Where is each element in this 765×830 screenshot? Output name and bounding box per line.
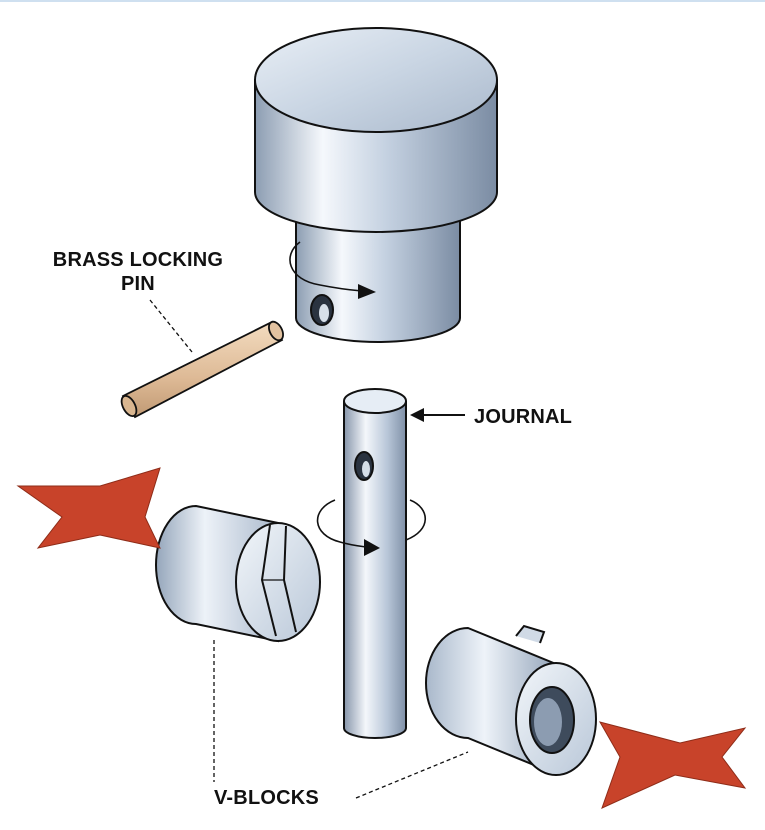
v-block-right bbox=[425, 624, 597, 776]
force-arrow-right bbox=[598, 721, 747, 809]
journal-pointer bbox=[410, 408, 465, 422]
rotation-arrow-head bbox=[289, 241, 363, 292]
brass-locking-pin-label: BRASS LOCKING PIN bbox=[28, 248, 248, 296]
force-arrow-left bbox=[16, 467, 161, 549]
v-blocks-label: V-BLOCKS bbox=[214, 787, 319, 809]
rotation-arrowhead bbox=[358, 284, 376, 299]
v-block-left bbox=[155, 504, 321, 643]
journal-shaft bbox=[343, 388, 407, 739]
brass-locking-pin-label-text: BRASS LOCKING PIN bbox=[52, 249, 224, 295]
journal-label: JOURNAL bbox=[474, 406, 573, 428]
journal-rotation-arrowhead bbox=[364, 539, 380, 556]
brass-locking-pin bbox=[120, 320, 284, 419]
v-blocks-leader-lines bbox=[213, 640, 469, 799]
pin-leader-line bbox=[149, 299, 193, 353]
head-cylinder bbox=[254, 27, 498, 343]
rotation-arrow-journal bbox=[316, 499, 426, 548]
